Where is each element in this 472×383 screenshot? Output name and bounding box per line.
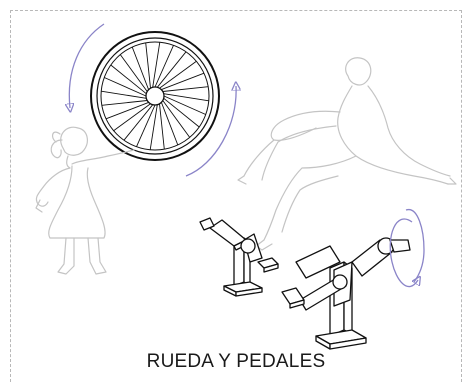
wheel-spoke (162, 100, 191, 138)
wheel-spoke (162, 86, 209, 92)
wheel-arrow-left (69, 23, 105, 108)
wheel-spoke (156, 51, 187, 88)
wheel-spoke (145, 42, 151, 89)
dashed-frame (10, 10, 462, 382)
wheel-spoke (123, 104, 154, 141)
wheel-spoke (113, 103, 151, 132)
wheel-spoke (104, 77, 147, 97)
reclining-man-figure (237, 57, 457, 251)
wheel-spoke (101, 100, 148, 106)
wheel-spoke (149, 104, 158, 150)
wheel-spoke (163, 93, 209, 102)
wheel-rotation-arrows (69, 23, 236, 177)
wheel-spoke (152, 42, 161, 88)
wheel-spoke (159, 60, 197, 89)
wheel-spoke (154, 45, 174, 88)
pedal-rotation-arrow (389, 209, 425, 288)
wheel-spoke (101, 90, 147, 99)
wheel-spoke (161, 72, 205, 91)
wheel-spoke (160, 102, 179, 146)
wheel-spoke (163, 95, 206, 115)
wheel-spoke (159, 103, 165, 150)
wheel-arrow-right (185, 86, 236, 177)
wheel-spoke (110, 64, 147, 95)
wheel-spoke (136, 104, 156, 147)
child-figure (35, 126, 135, 275)
spoked-wheel (90, 31, 220, 161)
wheel-spoke (163, 97, 200, 128)
diagram-caption: RUEDA Y PEDALES (146, 351, 326, 372)
wheel-spoke (105, 101, 149, 120)
wheel-spoke (131, 46, 150, 90)
wheel-spoke (119, 54, 148, 92)
pedal-machine-small (199, 217, 279, 297)
pedal-machine-large (281, 237, 411, 350)
